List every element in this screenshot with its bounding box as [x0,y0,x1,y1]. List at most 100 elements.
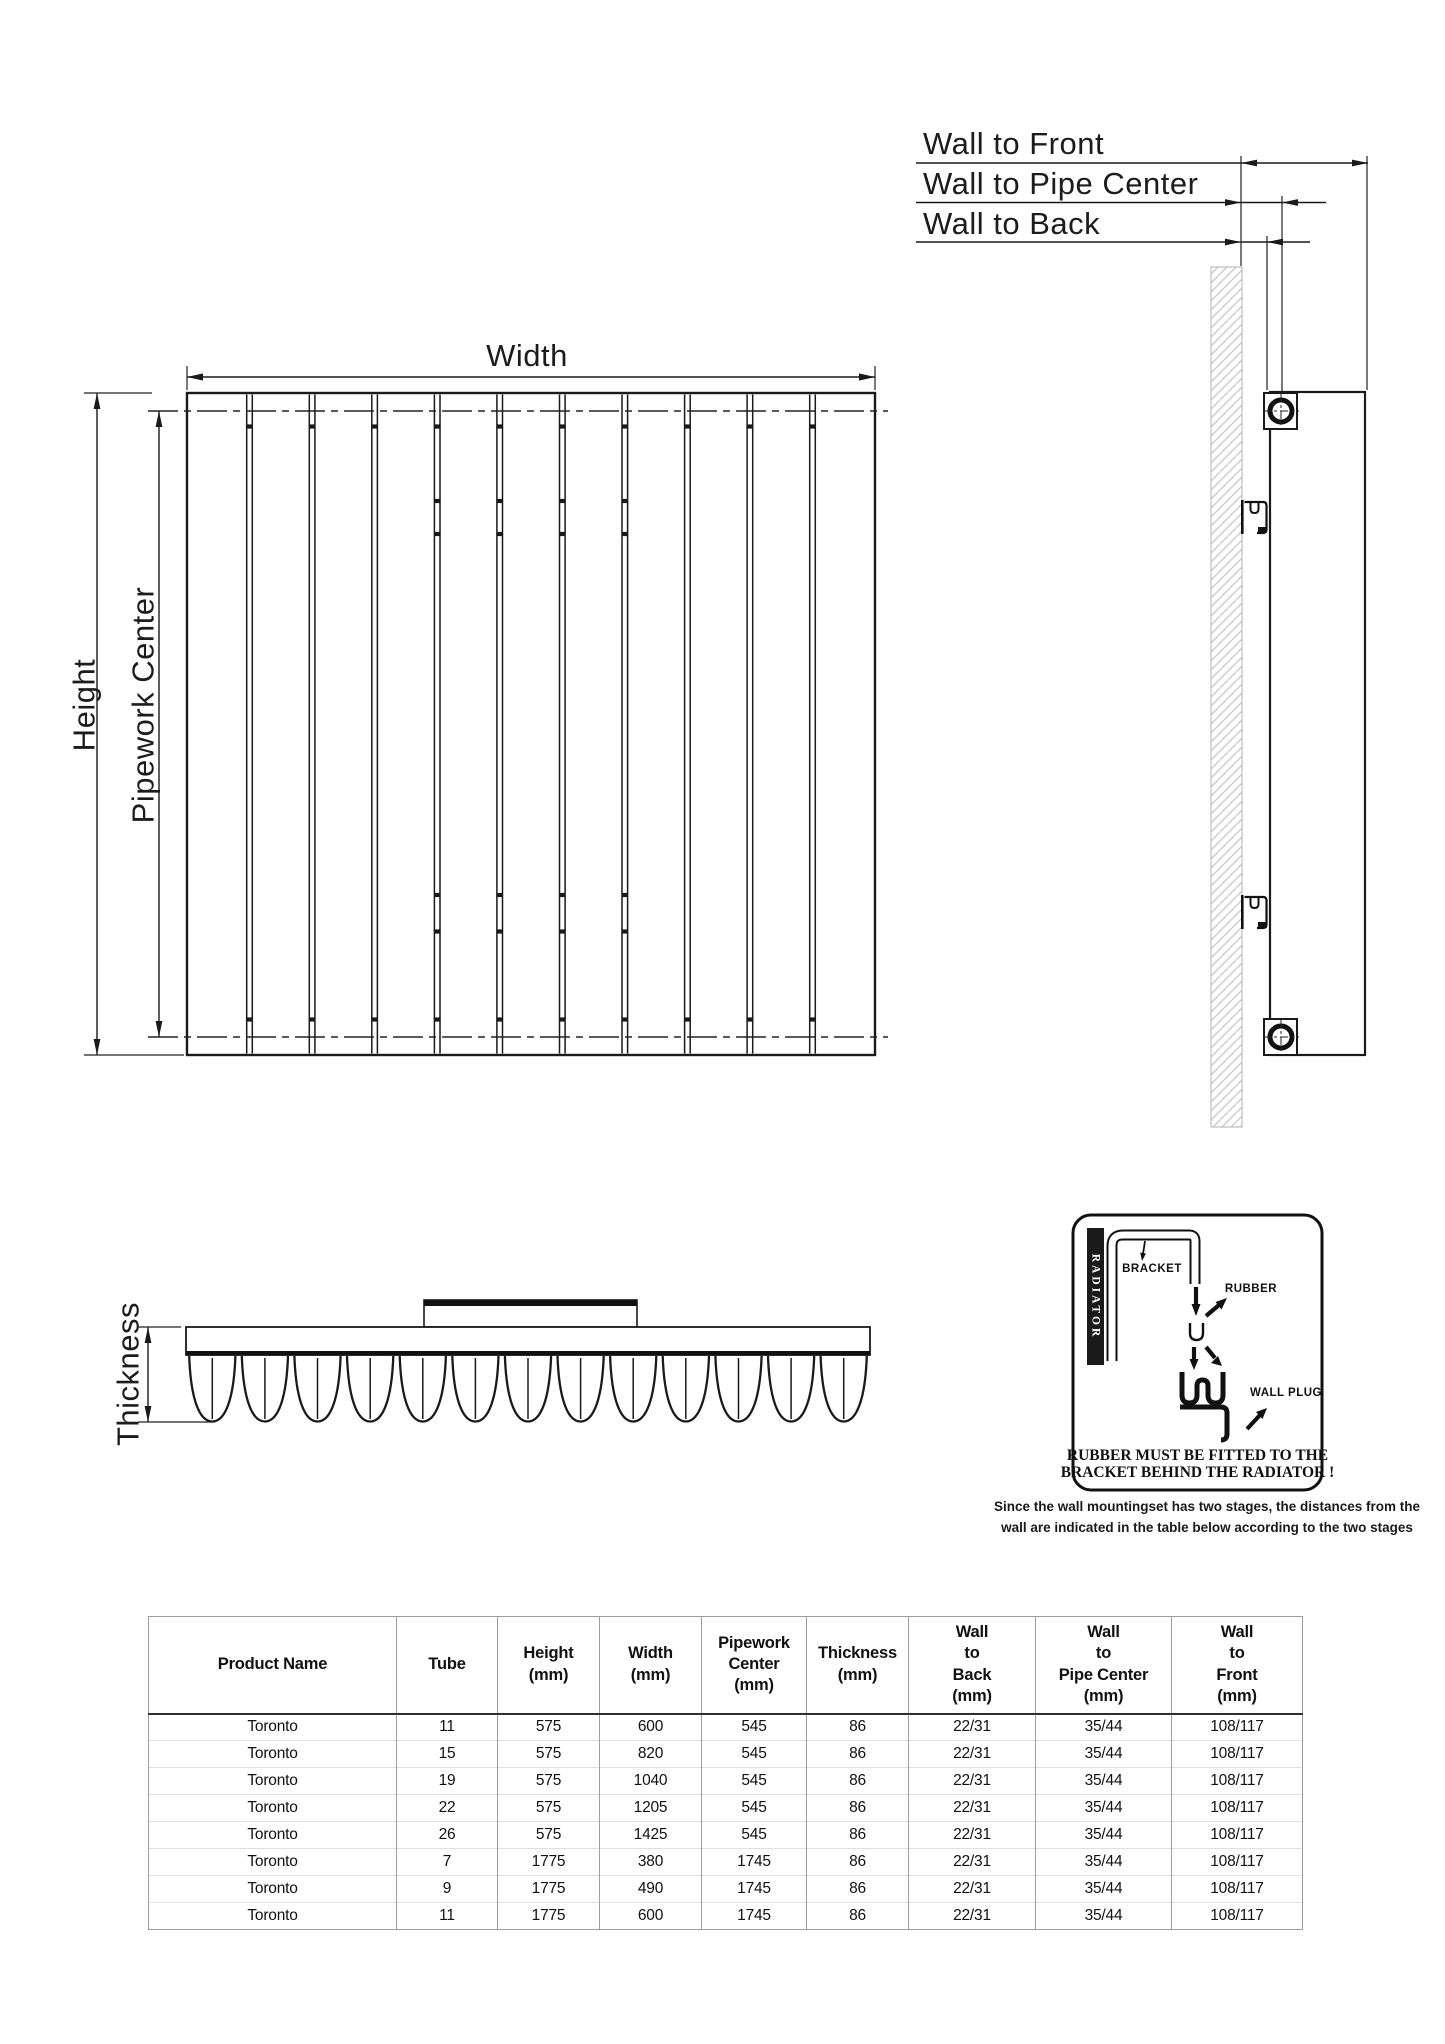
table-cell: 1745 [701,1902,807,1930]
table-cell: Toronto [148,1713,397,1741]
table-cell: 86 [806,1902,909,1930]
column-header: Thickness(mm) [806,1616,909,1715]
tube-scallop [766,1355,816,1423]
table-cell: 22/31 [908,1848,1036,1876]
wall-to-back-label: Wall to Back [923,206,1100,241]
tube-scallop [608,1355,658,1423]
radiator-side-body [1268,390,1367,1057]
thickness-label: Thickness [111,1302,146,1446]
table-cell: Toronto [148,1902,397,1930]
table-cell: 108/117 [1171,1767,1303,1795]
table-cell: 108/117 [1171,1794,1303,1822]
table-cell: 7 [396,1848,498,1876]
tube-scallop [556,1355,605,1423]
column-header: Tube [396,1616,498,1715]
table-cell: 86 [806,1875,909,1903]
tube-separators [245,394,817,1054]
table-cell: 1775 [497,1848,600,1876]
tube-scallop [345,1355,395,1423]
table-cell: 545 [701,1794,807,1822]
table-cell: Toronto [148,1875,397,1903]
arrowhead [1267,238,1283,246]
height-label: Height [67,659,102,752]
table-cell: 22/31 [908,1902,1036,1930]
arrowhead-down [155,1021,163,1037]
width-dimension: Width [186,338,876,390]
bracket-pointer-line [1142,1240,1146,1255]
arrow-to-plug-head [1256,1408,1267,1419]
tube-scallop [503,1355,553,1423]
radiator-front-outline [185,391,877,1057]
arrowhead [1352,159,1368,167]
table-cell: 1745 [701,1848,807,1876]
width-label: Width [486,338,568,373]
table-cell: 35/44 [1035,1740,1172,1768]
wall-dimensions: Wall to Front Wall to Pipe Center Wall t… [916,126,1368,391]
rubber-label: RUBBER [1225,1283,1277,1295]
table-cell: 9 [396,1875,498,1903]
wall-plug-label: WALL PLUG [1250,1387,1322,1399]
arrowhead-down [93,1039,101,1055]
table-cell: Toronto [148,1794,397,1822]
pipework-center-label: Pipework Center [126,587,161,824]
wall-to-front-label: Wall to Front [923,126,1104,161]
table-cell: 86 [806,1767,909,1795]
table-cell: 86 [806,1848,909,1876]
table-cell: 35/44 [1035,1848,1172,1876]
column-header: Product Name [148,1616,397,1715]
warning-line2: BRACKET BEHIND THE RADIATOR ! [1061,1464,1335,1481]
wall-to-pipe-center-label: Wall to Pipe Center [923,166,1198,201]
table-cell: 11 [396,1713,498,1741]
table-cell: 1040 [599,1767,702,1795]
table-cell: 86 [806,1794,909,1822]
table-cell: Toronto [148,1767,397,1795]
tube-scallop [714,1355,763,1423]
tube-scallop [451,1355,500,1423]
lower-bracket [1239,893,1268,931]
table-cell: 575 [497,1821,600,1849]
table-cell: 108/117 [1171,1821,1303,1849]
tube-scallop [661,1355,711,1423]
arrowhead-left [187,373,203,381]
rubber-piece [1188,1323,1205,1342]
table-cell: 22/31 [908,1767,1036,1795]
table-cell: 108/117 [1171,1740,1303,1768]
table-cell: 108/117 [1171,1875,1303,1903]
arrow-diagonal-line [1204,1345,1217,1360]
height-dimension: Height [67,392,184,1056]
table-cell: 35/44 [1035,1821,1172,1849]
table-cell: 86 [806,1821,909,1849]
mounting-note-line1: Since the wall mountingset has two stage… [993,1499,1421,1514]
arrowhead-right [859,373,875,381]
tube-scallop [398,1355,448,1423]
table-cell: 1745 [701,1875,807,1903]
table-cell: 1775 [497,1902,600,1930]
table-cell: 1205 [599,1794,702,1822]
table-cell: Toronto [148,1740,397,1768]
table-cell: 35/44 [1035,1767,1172,1795]
table-cell: 490 [599,1875,702,1903]
table-cell: 545 [701,1740,807,1768]
radiator-bottom-body [185,1326,871,1356]
arrow-to-rubber-head [1215,1298,1227,1310]
tube-scallop [819,1355,868,1423]
warning-line1: RUBBER MUST BE FITTED TO THE [1067,1447,1328,1464]
arrow-diagonal-head [1211,1356,1222,1366]
table-cell: 19 [396,1767,498,1795]
table-cell: 380 [599,1848,702,1876]
table-cell: 35/44 [1035,1902,1172,1930]
tube-scallops [188,1355,868,1423]
